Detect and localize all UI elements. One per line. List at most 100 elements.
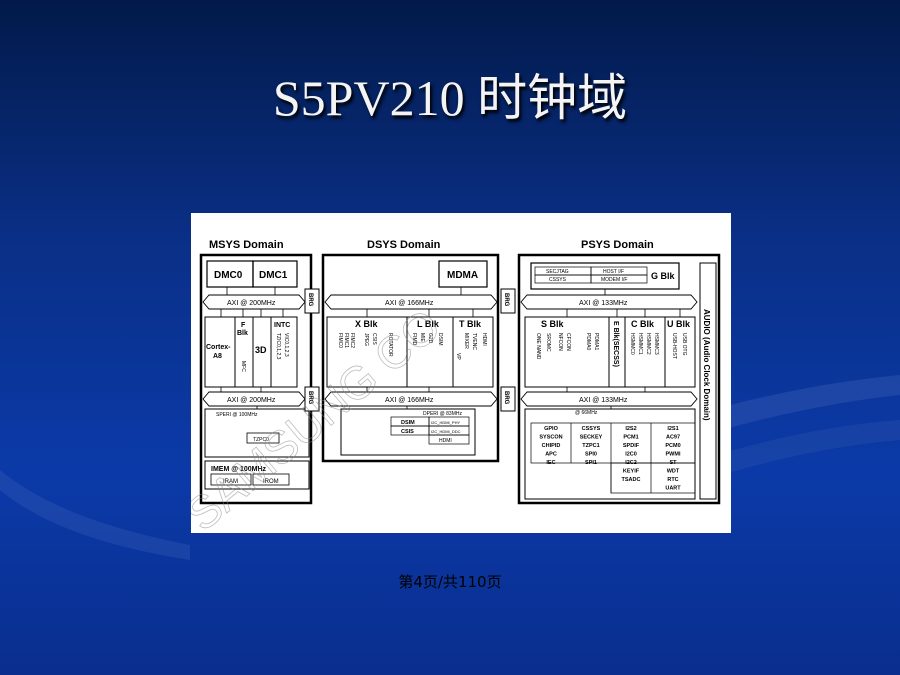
periph-cell: TZPC1 [582, 443, 599, 449]
intc-sub-1: TZIC0,1,2,3 [275, 333, 281, 360]
xblk-item: CSIS [371, 333, 377, 345]
sblk-item: ONE NAND [535, 333, 541, 360]
axi-bus-dsys-bottom [324, 391, 498, 407]
irom-label: IROM [263, 479, 279, 485]
xblk-label: X Blk [355, 319, 379, 329]
msys-frame [199, 253, 313, 505]
diagram-svg: MSYS Domain DSYS Domain PSYS Domain AUDI… [191, 239, 721, 533]
ublk-label: U Blk [667, 319, 691, 329]
dperi-box [340, 408, 476, 456]
lblk-item: FIMD [411, 333, 417, 346]
dsys-domain-label: DSYS Domain [367, 239, 441, 251]
page-number: 第4页/共110页 [398, 573, 502, 591]
tzpc0-label: TZPC0 [253, 437, 269, 443]
periph-cell: I2S2 [625, 426, 636, 432]
intc-box [270, 316, 298, 388]
tblk-label: T Blk [459, 319, 482, 329]
mdma-box [438, 260, 488, 288]
dperi-item: DSIM [401, 420, 415, 426]
sblk-item: NFCON [557, 333, 563, 351]
dsys-frame [321, 253, 500, 463]
periph-cell: SPDIF [623, 443, 640, 449]
cortex-label-2: A8 [213, 353, 222, 360]
lblk-item: MIE [419, 333, 425, 343]
dperi-item: I2C_HDMI_PHY [431, 420, 460, 425]
periph-cell: APC [545, 452, 557, 458]
periph-cell: IEC [546, 460, 555, 466]
apb-label: @ 66MHz [575, 410, 598, 416]
periph-cell: PCM0 [665, 443, 680, 449]
dmc1-label: DMC1 [259, 270, 288, 281]
imem-label: IMEM @ 100MHz [211, 466, 267, 473]
brg-box-1 [304, 288, 320, 314]
brg-label-1: BRG [307, 293, 313, 307]
periph-cell: WDT [667, 469, 680, 475]
axi-bus-dsys-top [324, 294, 498, 310]
audio-frame [699, 262, 717, 500]
psys-frame [517, 253, 721, 505]
dperi-item: I2C_HDMI_DDC [431, 429, 461, 434]
gblk-item: MODEM I/F [601, 277, 627, 283]
xblk-item: FIMC2 [349, 333, 355, 348]
brg-label-2: BRG [307, 391, 313, 405]
eblk-item: PDMA0 [585, 333, 591, 350]
periph-cell: CHIPID [542, 443, 561, 449]
periph-cell: UART [665, 486, 681, 492]
periph-cell: TSADC [622, 477, 641, 483]
periph-cell: PWMI [666, 452, 681, 458]
gblk-label: G Blk [651, 271, 676, 281]
psys-axi-top-label: AXI @ 133MHz [579, 300, 628, 307]
periph-cell: SPI1 [585, 460, 597, 466]
gblk-item: CSSYS [549, 277, 567, 283]
msys-axi-bottom-label: AXI @ 200MHz [227, 397, 276, 404]
cblk-item: HSMMC3 [653, 333, 659, 355]
brg-box-4 [500, 386, 516, 412]
gblk-item: SECJTAG [546, 269, 569, 275]
msys-axi-top-label: AXI @ 200MHz [227, 300, 276, 307]
fblk-label-1: F [241, 322, 246, 329]
ublk-item: USB OTG [681, 333, 687, 356]
clock-domain-diagram: MSYS Domain DSYS Domain PSYS Domain AUDI… [191, 213, 731, 533]
mdma-label: MDMA [447, 270, 478, 281]
axi-bus-msys-bottom [202, 391, 306, 407]
brg-label-4: BRG [503, 391, 509, 405]
tblk-item: TVENC [471, 333, 477, 350]
iram-label: IRAM [223, 479, 238, 485]
periph-cell: GPIO [544, 426, 558, 432]
tblk-item: VP [455, 353, 461, 360]
audio-domain-label: AUDIO (Audio Clock Domain) [702, 309, 711, 421]
eblk-label: E Blk(SECSS) [612, 321, 619, 367]
xblk-item: FIMC1 [343, 333, 349, 348]
speri-label: SPERI @ 100MHz [216, 412, 258, 418]
periph-cell: CSSYS [582, 426, 601, 432]
periph-cell: AC97 [666, 435, 680, 441]
lblk-label: L Blk [417, 319, 440, 329]
iram-box [210, 473, 252, 486]
lblk-item: DSIM [437, 333, 443, 346]
intc-label: INTC [274, 322, 290, 329]
dperi-label: DPERI @ 83MHz [423, 411, 462, 417]
periph-cell: ST [669, 460, 677, 466]
axi-bus-psys-bottom [520, 391, 698, 407]
ublk-item: USB-HOST [671, 333, 677, 359]
tblk-item: MIXER [463, 333, 469, 349]
periph-cell: SYSCON [539, 435, 562, 441]
cblk-label: C Blk [631, 319, 655, 329]
fblk-label-2: Blk [237, 330, 248, 337]
brg-label-3: BRG [503, 293, 509, 307]
cblk-item: HSMMC2 [645, 333, 651, 355]
cblk-item: HSMMC1 [637, 333, 643, 355]
periph-cell: I2S1 [667, 426, 678, 432]
dperi-item: HDMI [439, 438, 452, 444]
irom-box [252, 473, 290, 486]
xblk-item: FIMC0 [337, 333, 343, 348]
cblk-item: HSMMC0 [629, 333, 635, 355]
slide-title: S5PV210 时钟域 [272, 70, 628, 126]
msys-domain-label: MSYS Domain [209, 239, 284, 251]
brg-box-3 [500, 288, 516, 314]
lblk-item: G2D [427, 333, 433, 344]
dmc0-label: DMC0 [214, 270, 243, 281]
three-d-label: 3D [255, 345, 267, 355]
periph-cell: I2C0 [625, 452, 637, 458]
